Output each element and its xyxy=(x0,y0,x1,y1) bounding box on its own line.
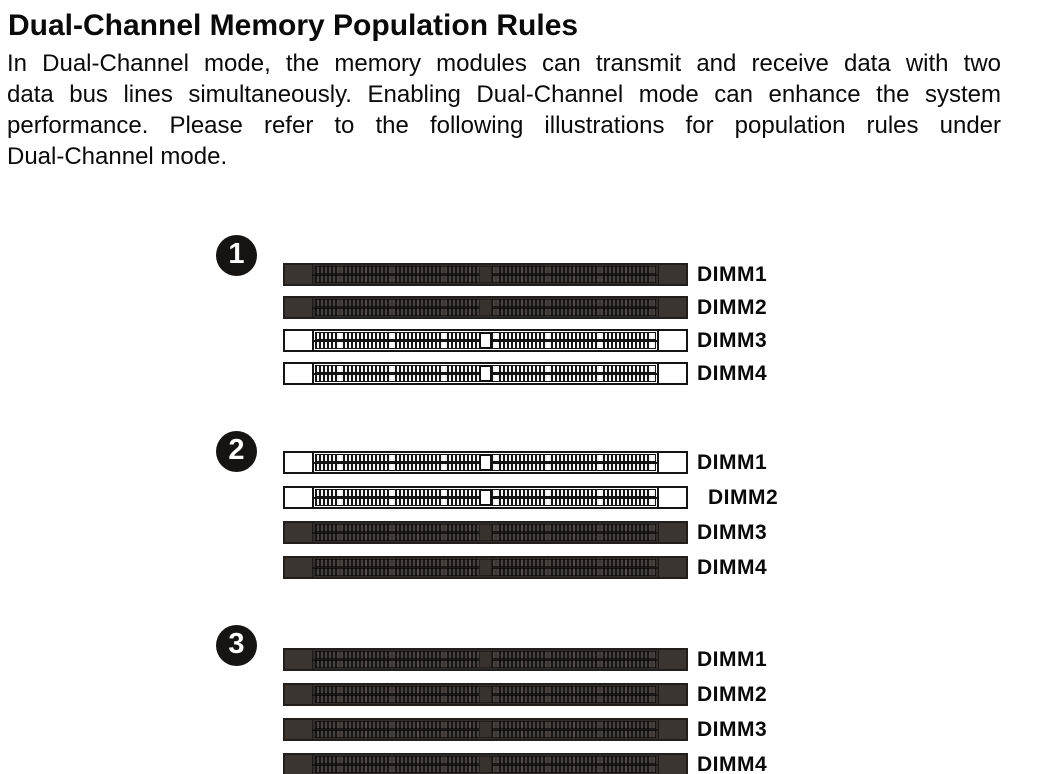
dimm-label: DIMM2 xyxy=(708,485,779,509)
rule-number-badge: 1 xyxy=(216,235,257,276)
slot-contact-pins xyxy=(312,454,659,471)
dimm-slot-empty xyxy=(283,486,688,509)
slot-key-notch xyxy=(479,365,492,382)
dimm-slot-populated xyxy=(283,753,688,774)
slot-key-notch xyxy=(479,454,492,471)
dimm-row: DIMM1 xyxy=(283,451,778,474)
dimm-slot-empty xyxy=(283,329,688,352)
dimm-row: DIMM2 xyxy=(283,486,778,509)
slot-key-notch xyxy=(479,559,492,576)
slot-contact-pins xyxy=(312,524,659,541)
slot-latch-right xyxy=(658,720,686,739)
slot-contact-pins xyxy=(312,686,659,703)
slot-latch-left xyxy=(285,331,314,350)
slot-latch-left xyxy=(285,298,313,317)
dimm-row: DIMM3 xyxy=(283,521,778,544)
slot-key-notch xyxy=(479,489,492,506)
dimm-label: DIMM3 xyxy=(697,328,768,352)
slot-latch-right xyxy=(657,331,686,350)
slot-key-notch xyxy=(479,332,492,349)
slot-latch-right xyxy=(658,755,686,774)
slot-latch-left xyxy=(285,265,313,284)
slot-latch-left xyxy=(285,720,313,739)
dimm-label: DIMM1 xyxy=(697,647,768,671)
slot-latch-left xyxy=(285,650,313,669)
dimm-row: DIMM2 xyxy=(283,296,767,319)
dimm-label: DIMM2 xyxy=(697,295,768,319)
dimm-slot-empty xyxy=(283,362,688,385)
intro-paragraph: In Dual-Channel mode, the memory modules… xyxy=(7,48,1001,172)
dimm-slot-populated xyxy=(283,648,688,671)
slot-latch-right xyxy=(658,685,686,704)
intro-line: In Dual-Channel mode, the memory modules… xyxy=(7,50,1001,77)
dimm-label: DIMM1 xyxy=(697,262,768,286)
slot-key-notch xyxy=(479,686,492,703)
dimm-row: DIMM1 xyxy=(283,648,767,671)
rule-number-badge: 3 xyxy=(216,625,257,666)
dimm-label: DIMM4 xyxy=(697,555,768,579)
slot-contact-pins xyxy=(312,721,659,738)
intro-line: data bus lines simultaneously. Enabling … xyxy=(7,81,1001,108)
page-title: Dual-Channel Memory Population Rules xyxy=(8,9,579,42)
dimm-slot-populated xyxy=(283,683,688,706)
slot-key-notch xyxy=(479,756,492,773)
slot-contact-pins xyxy=(312,266,659,283)
dimm-label: DIMM3 xyxy=(697,717,768,741)
intro-line: Dual-Channel mode. xyxy=(7,143,228,170)
slot-contact-pins xyxy=(312,365,659,382)
slot-latch-right xyxy=(658,523,686,542)
slot-latch-right xyxy=(658,558,686,577)
intro-line: performance. Please refer to the followi… xyxy=(7,112,1001,139)
dimm-label: DIMM2 xyxy=(697,682,768,706)
dimm-label: DIMM1 xyxy=(697,450,768,474)
slot-latch-left xyxy=(285,523,313,542)
slot-contact-pins xyxy=(312,559,659,576)
dimm-label: DIMM3 xyxy=(697,520,768,544)
dimm-slot-populated xyxy=(283,718,688,741)
dimm-row: DIMM3 xyxy=(283,329,767,352)
dimm-slot-populated xyxy=(283,263,688,286)
slot-key-notch xyxy=(479,524,492,541)
slot-contact-pins xyxy=(312,332,659,349)
dimm-row: DIMM4 xyxy=(283,753,767,774)
slot-key-notch xyxy=(479,299,492,316)
slot-latch-right xyxy=(657,453,686,472)
slot-contact-pins xyxy=(312,756,659,773)
dimm-row: DIMM1 xyxy=(283,263,767,286)
dimm-row: DIMM4 xyxy=(283,556,778,579)
slot-latch-left xyxy=(285,364,314,383)
dimm-slot-populated xyxy=(283,556,688,579)
dimm-label: DIMM4 xyxy=(697,752,768,774)
slot-latch-left xyxy=(285,558,313,577)
slot-contact-pins xyxy=(312,651,659,668)
slot-latch-left xyxy=(285,685,313,704)
dimm-slot-empty xyxy=(283,451,688,474)
dimm-row: DIMM2 xyxy=(283,683,767,706)
rule-number-badge: 2 xyxy=(216,431,257,472)
dimm-slot-populated xyxy=(283,296,688,319)
slot-latch-right xyxy=(658,265,686,284)
slot-latch-left xyxy=(285,453,314,472)
slot-latch-left xyxy=(285,488,314,507)
slot-latch-right xyxy=(657,488,686,507)
slot-latch-right xyxy=(657,364,686,383)
dimm-slot-populated xyxy=(283,521,688,544)
slot-contact-pins xyxy=(312,299,659,316)
dimm-row: DIMM4 xyxy=(283,362,767,385)
slot-latch-right xyxy=(658,650,686,669)
dimm-label: DIMM4 xyxy=(697,361,768,385)
slot-contact-pins xyxy=(312,489,659,506)
slot-latch-left xyxy=(285,755,313,774)
dimm-row: DIMM3 xyxy=(283,718,767,741)
slot-key-notch xyxy=(479,721,492,738)
slot-latch-right xyxy=(658,298,686,317)
slot-key-notch xyxy=(479,266,492,283)
slot-key-notch xyxy=(479,651,492,668)
